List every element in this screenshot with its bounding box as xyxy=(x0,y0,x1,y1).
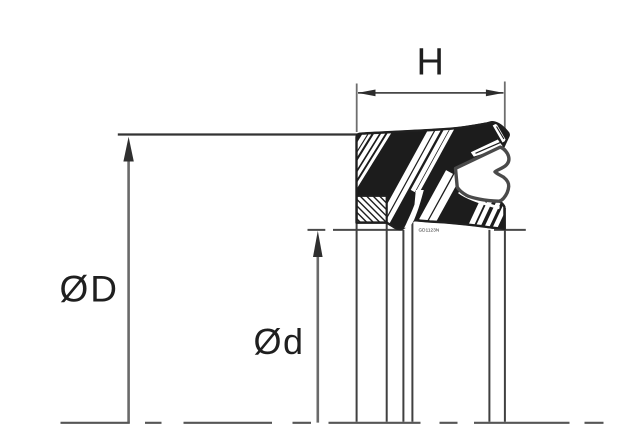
svg-text:H: H xyxy=(417,42,444,84)
svg-text:GD1123N: GD1123N xyxy=(419,227,440,232)
svg-text:ØD: ØD xyxy=(60,269,120,310)
svg-text:Ød: Ød xyxy=(254,321,305,362)
